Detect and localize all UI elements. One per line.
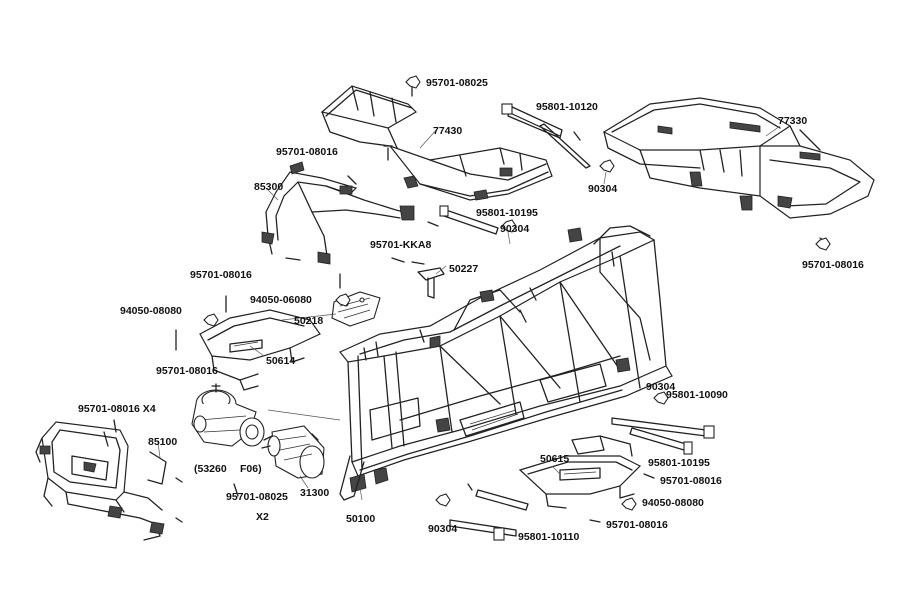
part-label: 50227 bbox=[449, 263, 478, 275]
part-label: 95701-08016 bbox=[276, 146, 338, 158]
part-label: 94050-08080 bbox=[642, 497, 704, 509]
front-carrier-rack-77330 bbox=[602, 97, 875, 219]
part-label: 94050-06080 bbox=[250, 294, 312, 306]
part-labels: 95701-08025 95801-10120 77430 77330 9570… bbox=[78, 77, 864, 543]
part-label: 90304 bbox=[588, 183, 617, 195]
part-label: 90304 bbox=[646, 381, 675, 393]
part-label: 77430 bbox=[433, 125, 462, 137]
part-label: 94050-08080 bbox=[120, 305, 182, 317]
part-label: 95701-08016 X4 bbox=[78, 403, 156, 415]
part-label: 50100 bbox=[346, 513, 375, 525]
part-label: 95801-10090 bbox=[666, 389, 728, 401]
differential-53260 bbox=[191, 383, 265, 447]
starter-motor-31300 bbox=[261, 425, 325, 479]
part-label: 90304 bbox=[500, 223, 529, 235]
part-label: 50615 bbox=[540, 453, 569, 465]
part-label: 77330 bbox=[778, 115, 807, 127]
part-label: (53260 bbox=[194, 463, 227, 475]
part-label: 95701-08025 bbox=[426, 77, 488, 89]
part-label: 95701-08016 bbox=[190, 269, 252, 281]
rear-support-85300 bbox=[261, 161, 415, 265]
part-label: X2 bbox=[256, 511, 269, 523]
part-label: 95701-08016 bbox=[606, 519, 668, 531]
bracket-50227 bbox=[417, 267, 445, 299]
part-label: 50614 bbox=[266, 355, 295, 367]
rear-carrier-rack-77430 bbox=[320, 85, 553, 201]
leader-lines bbox=[157, 125, 781, 501]
front-bumper-85100 bbox=[35, 421, 167, 541]
part-label: 31300 bbox=[300, 487, 329, 499]
part-label: 95801-10195 bbox=[476, 207, 538, 219]
part-label: F06) bbox=[240, 463, 262, 475]
part-label: 85300 bbox=[254, 181, 283, 193]
long-bolts bbox=[439, 103, 715, 541]
part-label: 95701-08016 bbox=[156, 365, 218, 377]
part-label: 95701-08016 bbox=[802, 259, 864, 271]
part-label: 90304 bbox=[428, 523, 457, 535]
part-label: 85100 bbox=[148, 436, 177, 448]
part-label: 95701-08016 bbox=[660, 475, 722, 487]
small-fasteners bbox=[103, 75, 831, 523]
part-label: 95701-KKA8 bbox=[370, 239, 431, 251]
part-label: 95701-08025 bbox=[226, 491, 288, 503]
part-label: 50218 bbox=[294, 315, 323, 327]
holder-50614 bbox=[199, 309, 321, 391]
part-label: 95801-10120 bbox=[536, 101, 598, 113]
part-label: 95801-10110 bbox=[518, 531, 579, 543]
part-label: 95801-10195 bbox=[648, 457, 710, 469]
holder-50615 bbox=[518, 435, 642, 509]
main-frame-50100 bbox=[339, 225, 673, 501]
